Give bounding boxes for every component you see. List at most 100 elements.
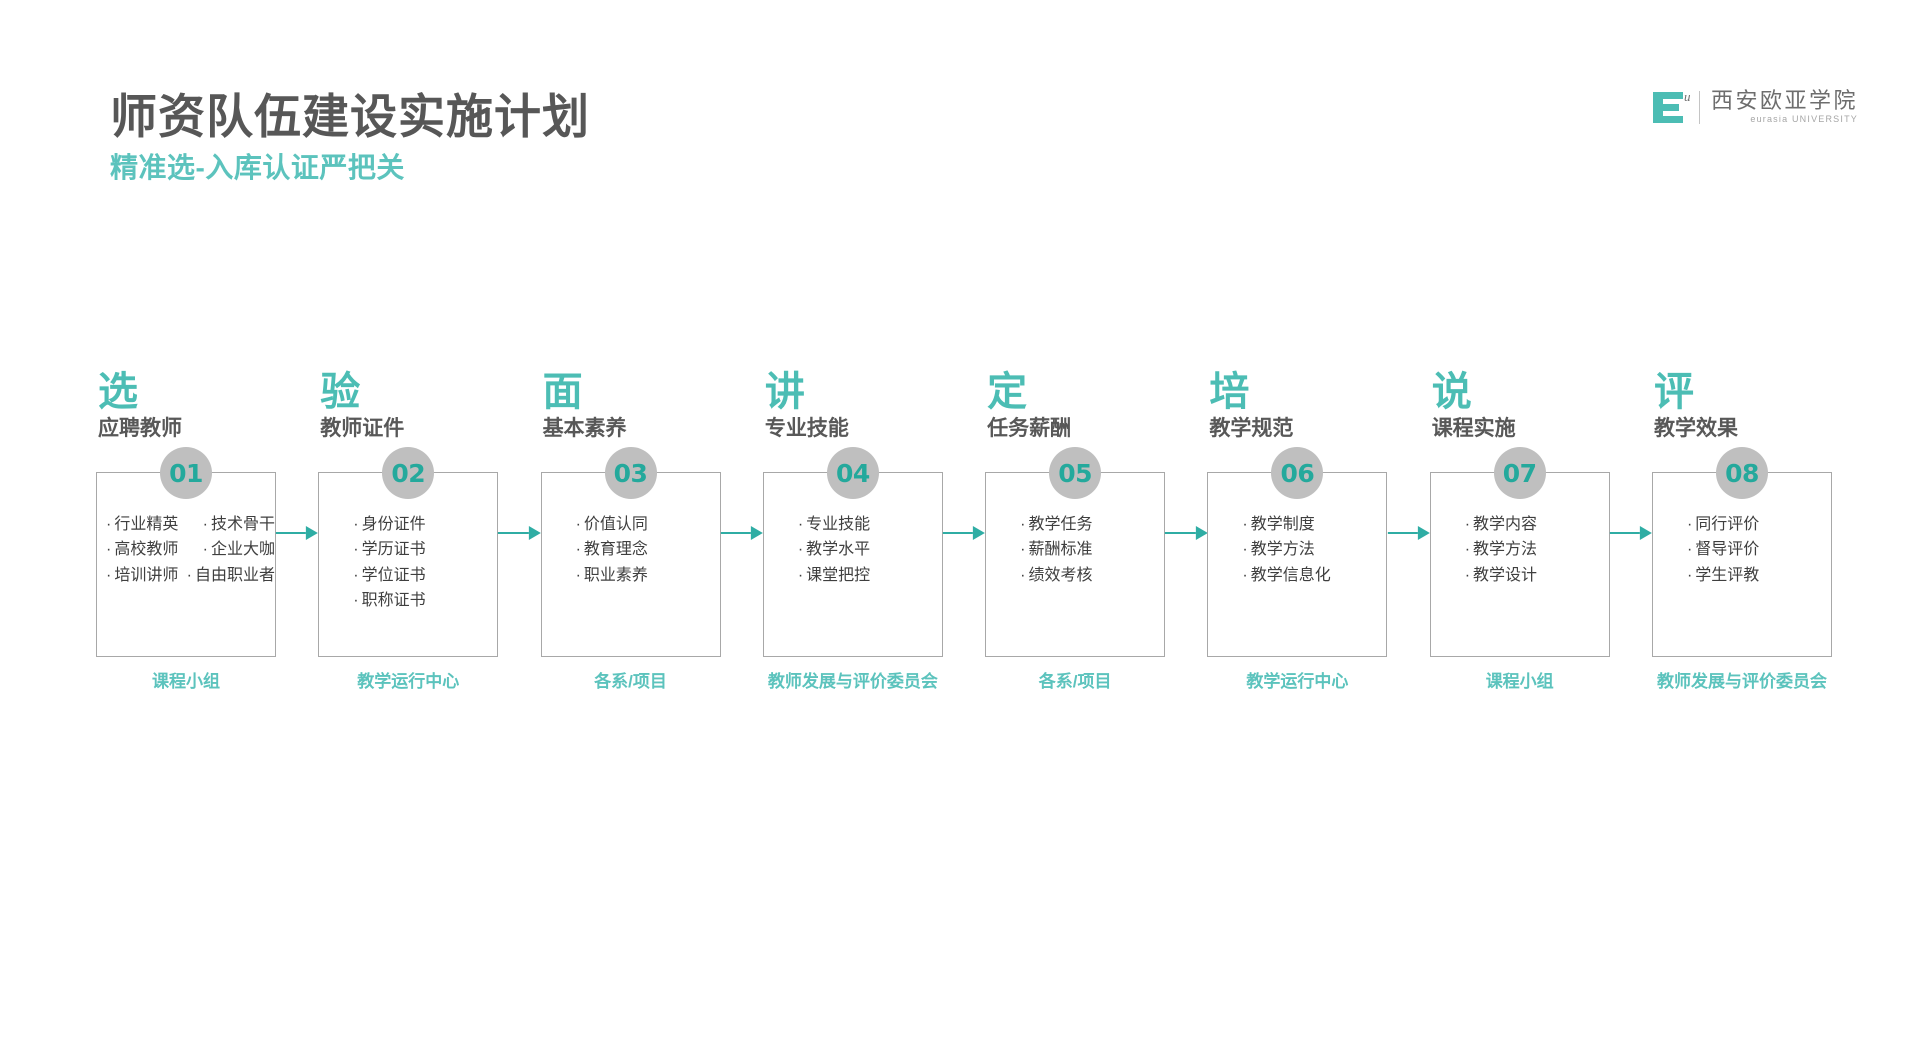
bullet-text: 教学方法 [1473, 541, 1538, 559]
step-subject: 专业技能 [764, 416, 849, 440]
bullet-dot-icon: · [186, 566, 192, 584]
bullet-item: ·行业精英·技术骨干 [106, 512, 275, 537]
step-subject: 应聘教师 [98, 416, 182, 440]
step-owner: 各系/项目 [1038, 672, 1112, 691]
step-number: 02 [391, 458, 426, 488]
bullet-dot-icon: · [797, 566, 804, 584]
step-number-badge: 07 [1493, 447, 1546, 499]
bullet-dot-icon: · [797, 516, 804, 533]
bullet-item: ·教学信息化 [1242, 563, 1386, 588]
bullet-dot-icon: · [1686, 566, 1693, 584]
step-bullet-list: ·教学内容·教学方法·教学设计 [1431, 473, 1609, 588]
bullet-item: ·教学设计 [1465, 563, 1609, 588]
bullet-dot-icon: · [1686, 541, 1693, 559]
step-owner: 教学运行中心 [357, 672, 460, 691]
bullet-item: ·督导评价 [1687, 537, 1831, 562]
step-keyword: 面 [542, 370, 583, 414]
step-subject: 教学效果 [1653, 416, 1738, 440]
bullet-item: ·教育理念 [576, 537, 720, 562]
bullet-text: 薪酬标准 [1028, 541, 1093, 559]
step-number-badge: 03 [604, 447, 657, 499]
logo-superscript: u [1683, 88, 1691, 104]
bullet-dot-icon: · [1020, 566, 1026, 584]
arrow-right-icon [1609, 526, 1652, 540]
arrow-line [1165, 532, 1196, 534]
step-keyword: 选 [98, 370, 138, 414]
bullet-item: ·学生评教 [1687, 563, 1831, 588]
arrow-right-icon [1387, 526, 1430, 540]
step-owner: 教师发展与评价委员会 [767, 672, 938, 691]
step-number-badge: 06 [1271, 447, 1324, 499]
step-owner: 教学运行中心 [1246, 672, 1349, 691]
bullet-text-right: 自由职业者 [194, 566, 275, 584]
bullet-item: ·绩效考核 [1020, 563, 1164, 588]
step-bullet-list: ·专业技能·教学水平·课堂把控 [764, 473, 942, 588]
bullet-dot-icon: · [1020, 541, 1026, 559]
bullet-item: ·身份证件 [353, 512, 497, 537]
step-subject: 课程实施 [1431, 416, 1516, 440]
step-number-badge: 02 [382, 447, 435, 499]
step-card: 08·同行评价·督导评价·学生评教 [1651, 447, 1832, 657]
bullet-text-left: 培训讲师 [114, 566, 179, 584]
bullet-item: ·课堂把控 [798, 563, 942, 588]
eurasia-e-mark-icon: u [1652, 90, 1690, 123]
bullet-dot-icon: · [575, 516, 581, 533]
step-card: 06·教学制度·教学方法·教学信息化 [1207, 447, 1388, 657]
arrow-head [528, 526, 541, 540]
arrow-line [1609, 532, 1640, 534]
bullet-item: ·职业素养 [576, 563, 720, 588]
step-header: 评教学效果 [1652, 372, 1832, 446]
arrow-line [276, 532, 307, 534]
step-bullet-list: ·教学制度·教学方法·教学信息化 [1208, 473, 1386, 588]
bullet-dot-icon: · [1242, 516, 1248, 533]
bullet-dot-icon: · [1242, 541, 1248, 559]
step-keyword: 评 [1653, 370, 1694, 414]
step-card: 01·行业精英·技术骨干·高校教师·企业大咖·培训讲师·自由职业者 [96, 447, 276, 657]
bullet-text: 职业素养 [583, 566, 648, 584]
step-subject: 基本素养 [542, 416, 627, 440]
bullet-item: ·学历证书 [353, 537, 497, 562]
bullet-text: 学位证书 [361, 566, 426, 584]
arrow-right-icon [942, 526, 986, 540]
arrow-head [973, 526, 986, 540]
page-subtitle: 精准选-入库认证严把关 [110, 152, 405, 184]
bullet-text: 职称证书 [361, 591, 426, 609]
arrow-head [750, 526, 763, 540]
step-header: 定任务薪酬 [985, 372, 1165, 446]
bullet-dot-icon: · [1020, 516, 1026, 533]
step-header: 培教学规范 [1207, 372, 1387, 446]
bullet-text-right: 企业大咖 [210, 541, 275, 559]
step-header: 面基本素养 [541, 372, 721, 446]
bullet-text-left: 行业精英 [114, 516, 179, 533]
step-number-badge: 08 [1715, 447, 1768, 499]
step-bullet-list: ·教学任务·薪酬标准·绩效考核 [986, 473, 1164, 588]
bullet-text: 专业技能 [806, 516, 871, 533]
step-header: 说课程实施 [1430, 372, 1610, 446]
bullet-dot-icon: · [353, 516, 359, 533]
bullet-dot-icon: · [353, 541, 359, 559]
step-number-badge: 01 [160, 447, 212, 499]
flow-connector [720, 372, 763, 752]
step-number: 05 [1058, 458, 1093, 488]
arrow-head [306, 526, 319, 540]
bullet-dot-icon: · [1464, 541, 1471, 559]
bullet-text: 同行评价 [1695, 516, 1760, 533]
arrow-line [720, 532, 751, 534]
bullet-dot-icon: · [1464, 566, 1471, 584]
bullet-text: 教学任务 [1028, 516, 1093, 533]
arrow-right-icon [720, 526, 763, 540]
step-card: 04·专业技能·教学水平·课堂把控 [762, 447, 943, 657]
step-header: 验教师证件 [318, 372, 498, 446]
bullet-dot-icon: · [106, 541, 112, 559]
bullet-text: 教育理念 [583, 541, 648, 559]
step-card: 02·身份证件·学历证书·学位证书·职称证书 [318, 447, 499, 657]
step-number: 03 [613, 458, 648, 488]
